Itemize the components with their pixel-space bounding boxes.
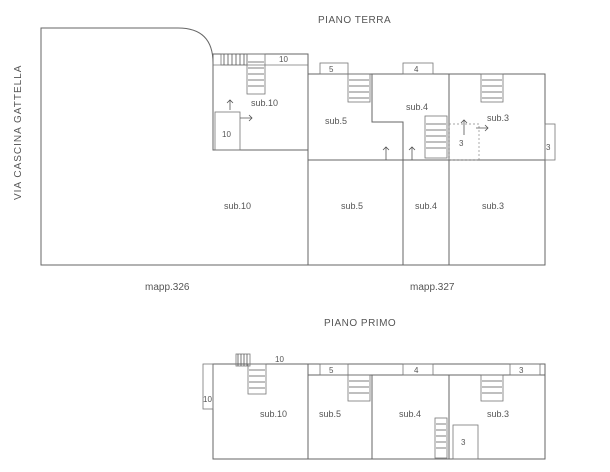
- protrusion-sub4: [402, 62, 434, 75]
- first-floor-plan: sub.10 sub.5 sub.4 sub.3 10 5 4 3 10 3: [202, 353, 546, 460]
- protrusion-sub5: [319, 62, 349, 75]
- marker-10-box: 10: [222, 130, 231, 139]
- label-sub5-upper: sub.5: [325, 116, 347, 126]
- label-sub5-lower: sub.5: [341, 201, 363, 211]
- stairs-sub4: [424, 115, 448, 159]
- mapp-327-label: mapp.327: [410, 282, 455, 293]
- lot-outline-mapp-326: [40, 27, 309, 266]
- first-stairs-sub5: [347, 374, 371, 402]
- first-label-sub5: sub.5: [319, 409, 341, 419]
- entrance-arrows: [226, 99, 489, 160]
- first-marker-10-side: 10: [203, 395, 212, 404]
- label-sub4-upper: sub.4: [406, 102, 428, 112]
- first-marker-10-top: 10: [275, 355, 284, 364]
- first-marker-4: 4: [414, 366, 419, 375]
- first-marker-3-box: 3: [461, 438, 466, 447]
- room-marker-box-3: [448, 123, 480, 161]
- marker-4: 4: [414, 65, 419, 74]
- stairs-sub10: [220, 53, 266, 95]
- marker-5: 5: [329, 65, 334, 74]
- street-label: VIA CASCINA GATTELLA: [13, 65, 24, 200]
- label-sub3-lower: sub.3: [482, 201, 504, 211]
- building-lower-band: [307, 159, 546, 266]
- first-label-sub4: sub.4: [399, 409, 421, 419]
- first-stairs-sub10: [235, 353, 267, 395]
- first-marker-5: 5: [329, 366, 334, 375]
- label-sub4-lower: sub.4: [415, 201, 437, 211]
- first-protrusion-sub5: [319, 363, 349, 376]
- stairs-sub3: [480, 73, 504, 103]
- first-protrusion-sub3: [509, 363, 541, 376]
- first-floor-title: PIANO PRIMO: [324, 318, 396, 329]
- first-stairs-sub4: [434, 417, 448, 459]
- marker-10-top: 10: [279, 55, 288, 64]
- first-protrusion-sub4: [402, 363, 434, 376]
- first-label-sub3: sub.3: [487, 409, 509, 419]
- ground-floor-plan: sub.10 sub.5 sub.4 sub.3 sub.10 sub.5 su…: [40, 27, 556, 293]
- ground-floor-title: PIANO TERRA: [318, 15, 391, 26]
- first-left-balcony: [202, 363, 214, 410]
- marker-3-left: 3: [459, 139, 464, 148]
- first-marker-3-top: 3: [519, 366, 524, 375]
- mapp-326-label: mapp.326: [145, 282, 190, 293]
- protrusion-sub3-right: [544, 123, 556, 161]
- divider-sub5-sub4-upper: [371, 74, 404, 160]
- label-sub10-lower: sub.10: [224, 201, 251, 211]
- first-stairs-sub3: [480, 374, 504, 402]
- stairs-sub5: [347, 73, 371, 103]
- label-sub3-upper: sub.3: [487, 113, 509, 123]
- first-floor-outline: [212, 363, 546, 460]
- label-sub10-upper: sub.10: [251, 98, 278, 108]
- room-marker-box-10: [214, 111, 241, 151]
- first-label-sub10: sub.10: [260, 409, 287, 419]
- first-room-marker-3: [452, 424, 479, 460]
- marker-3-right: 3: [546, 143, 551, 152]
